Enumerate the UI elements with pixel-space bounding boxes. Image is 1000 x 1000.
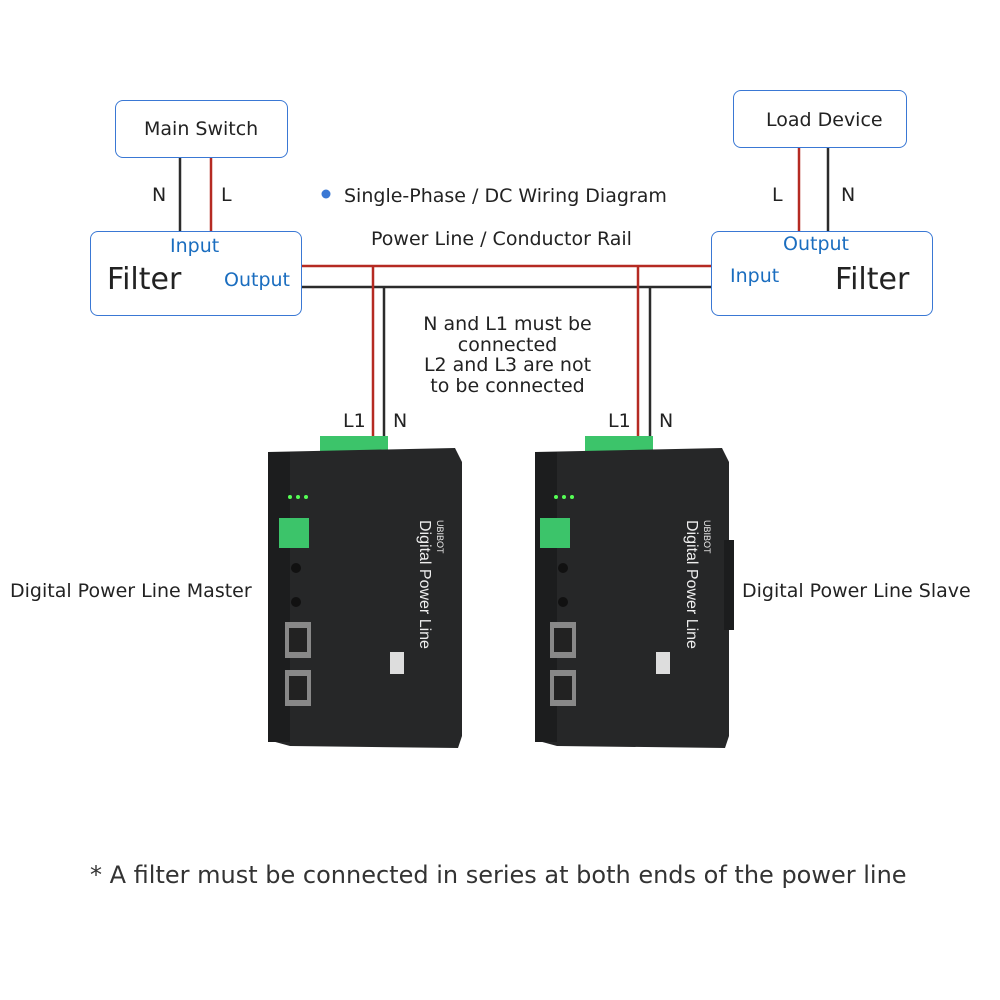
filter-left-label: Filter (107, 262, 182, 297)
load-n-label: N (841, 184, 856, 206)
filter-right-output: Output (783, 233, 849, 255)
master-device-brand: UBIBOT (435, 520, 445, 554)
main-switch-label: Main Switch (144, 118, 259, 140)
master-l1-label: L1 (343, 410, 366, 432)
slave-device-name: Digital Power Line (683, 520, 700, 649)
switch-n-label: N (152, 184, 167, 206)
load-device-label: Load Device (766, 109, 883, 131)
filter-right: Output Input Filter (711, 231, 933, 316)
note-line: N and L1 must be (423, 313, 592, 335)
slave-label: Digital Power Line Slave (742, 580, 971, 602)
load-device-box: Load Device (733, 90, 907, 148)
filter-right-label: Filter (835, 262, 910, 297)
master-label: Digital Power Line Master (10, 580, 252, 602)
note-line: connected (457, 333, 558, 356)
main-switch-box: Main Switch (115, 100, 288, 158)
filter-left-input: Input (170, 235, 220, 257)
master-device: Digital Power Line UBIBOT (268, 436, 462, 748)
note-line: L2 and L3 are not (423, 354, 592, 376)
slave-n-label: N (659, 410, 674, 432)
bullet-icon (321, 189, 331, 199)
master-n-label: N (393, 410, 408, 432)
diagram-title: Single-Phase / DC Wiring Diagram (344, 185, 667, 207)
connection-note: N and L1 must be connected L2 and L3 are… (400, 314, 615, 396)
slave-device-brand: UBIBOT (702, 520, 712, 554)
filter-left-output: Output (224, 269, 290, 291)
slave-l1-label: L1 (608, 410, 631, 432)
footnote: * A filter must be connected in series a… (90, 861, 907, 889)
rail-label: Power Line / Conductor Rail (371, 228, 632, 250)
filter-left: Input Filter Output (90, 231, 302, 316)
load-l-label: L (772, 184, 783, 206)
master-device-name: Digital Power Line (416, 520, 433, 649)
filter-right-input: Input (730, 265, 780, 287)
note-line: to be connected (430, 374, 585, 397)
switch-l-label: L (221, 184, 232, 206)
slave-device: Digital Power Line UBIBOT (535, 436, 734, 748)
